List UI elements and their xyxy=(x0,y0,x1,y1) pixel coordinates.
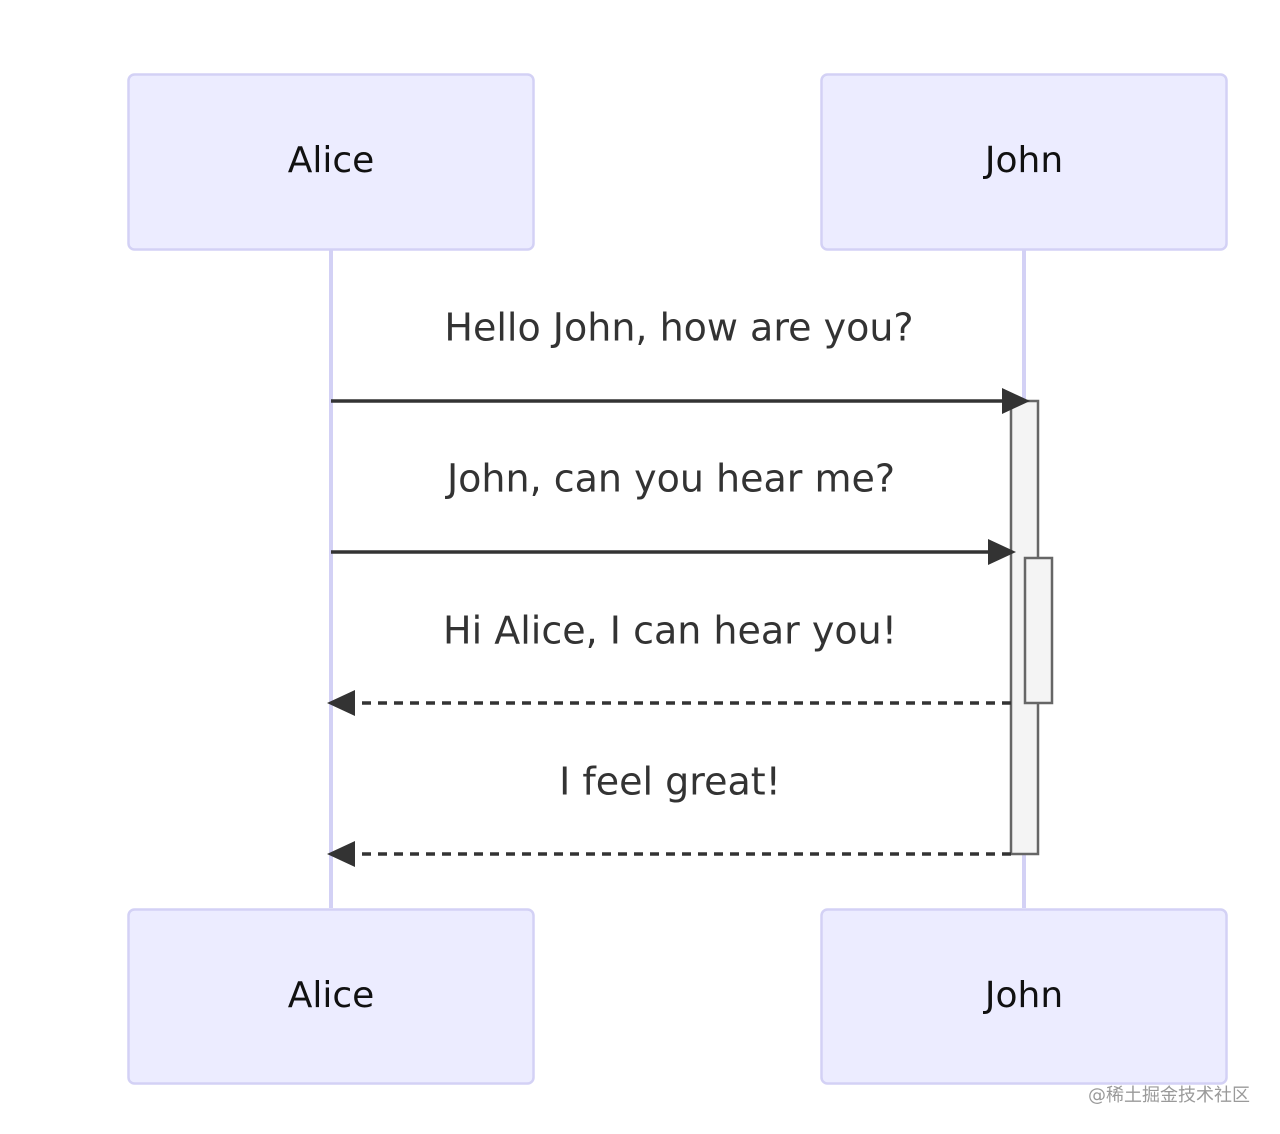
actor-bottom-alice-label: Alice xyxy=(288,975,375,1016)
actor-top-john-label: John xyxy=(983,140,1063,181)
message-3: Hi Alice, I can hear you! xyxy=(327,609,1011,716)
actor-top-alice: Alice xyxy=(127,73,535,251)
message-3-arrowhead xyxy=(327,690,355,716)
watermark-text: @稀土掘金技术社区 xyxy=(1088,1085,1250,1106)
actor-bottom-alice: Alice xyxy=(127,908,535,1085)
actor-top-alice-label: Alice xyxy=(288,140,375,181)
message-2-label: John, can you hear me? xyxy=(445,457,895,501)
actor-bottom-john: John xyxy=(820,908,1228,1085)
message-1: Hello John, how are you? xyxy=(331,306,1030,414)
message-4-arrowhead xyxy=(327,841,355,867)
message-2-arrowhead xyxy=(988,539,1016,565)
message-1-arrowhead xyxy=(1002,388,1030,414)
message-4-label: I feel great! xyxy=(559,760,781,804)
message-1-label: Hello John, how are you? xyxy=(444,306,913,350)
actor-bottom-john-label: John xyxy=(983,975,1063,1016)
actor-top-john: John xyxy=(820,73,1228,251)
activation-bar-inner xyxy=(1023,556,1054,705)
message-4: I feel great! xyxy=(327,760,1011,867)
message-2: John, can you hear me? xyxy=(331,457,1016,565)
message-3-label: Hi Alice, I can hear you! xyxy=(443,609,897,653)
